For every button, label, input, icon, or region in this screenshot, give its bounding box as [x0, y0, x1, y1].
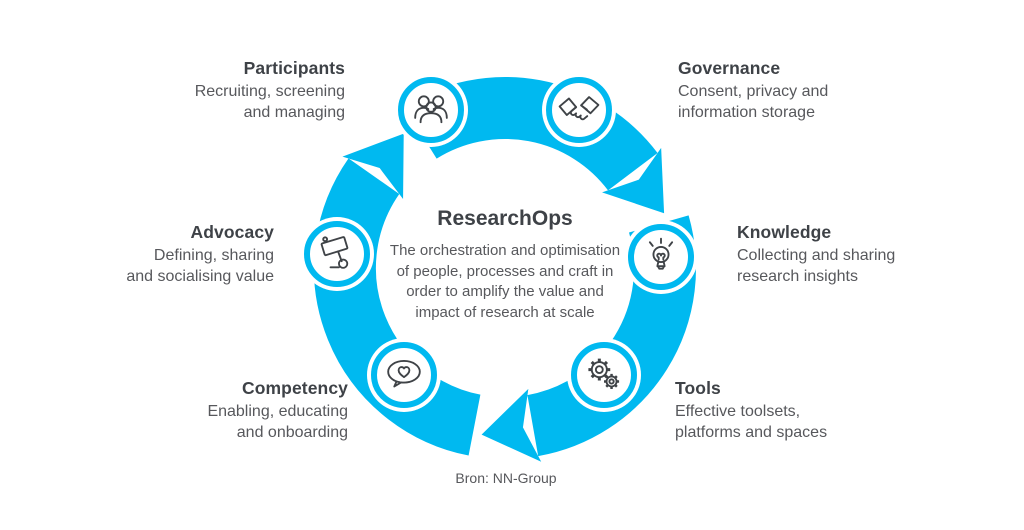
handshake-icon — [558, 96, 600, 121]
competency-title: Competency — [241, 378, 348, 398]
governance-node — [546, 77, 612, 143]
participants-desc-line-1: Recruiting, screening — [194, 83, 345, 100]
tools-title: Tools — [675, 378, 721, 398]
ring-segment-left — [314, 158, 482, 456]
knowledge-label: Knowledge Collecting and sharing researc… — [737, 221, 895, 287]
advocacy-label: Advocacy Defining, sharing and socialisi… — [126, 221, 274, 287]
competency-node — [371, 342, 437, 408]
tools-node — [571, 342, 637, 408]
participants-desc-line-2: and managing — [243, 104, 345, 121]
tools-desc-line-1: Effective toolsets, — [675, 403, 801, 420]
knowledge-title: Knowledge — [737, 222, 832, 242]
placard-icon — [320, 236, 349, 269]
governance-label: Governance Consent, privacy and informat… — [678, 57, 828, 123]
speech-bubble-heart-icon — [387, 360, 421, 388]
tools-desc-line-2: platforms and spaces — [675, 424, 828, 441]
governance-title: Governance — [678, 58, 781, 78]
advocacy-node — [304, 221, 370, 287]
participants-label: Participants Recruiting, screening and m… — [195, 57, 345, 123]
tools-label: Tools Effective toolsets, platforms and … — [675, 377, 827, 443]
diagram-description-line-1: The orchestration and optimisation — [389, 242, 621, 259]
governance-desc-line-1: Consent, privacy and — [678, 83, 829, 100]
diagram-description: The orchestration and optimisation of pe… — [355, 241, 655, 323]
people-group-icon — [414, 95, 448, 124]
arrow-bottom-icon — [481, 388, 542, 462]
knowledge-desc-line-1: Collecting and sharing — [737, 247, 896, 264]
arrow-right-icon — [602, 147, 665, 214]
competency-label: Competency Enabling, educating and onboa… — [207, 377, 348, 443]
source-attribution: Bron: NN-Group — [455, 470, 557, 486]
diagram-description-line-2: of people, processes and craft in — [396, 262, 614, 280]
diagram-description-line-3: order to amplify the value and — [406, 283, 604, 300]
diagram-title: ResearchOps — [437, 207, 573, 230]
knowledge-node — [628, 224, 694, 290]
competency-desc-line-1: Enabling, educating — [207, 403, 348, 420]
lightbulb-icon — [648, 237, 674, 270]
advocacy-desc-line-1: Defining, sharing — [153, 247, 274, 264]
diagram-description-line-4: impact of research at scale — [415, 303, 595, 321]
arrow-upper-left-icon — [342, 133, 404, 200]
competency-desc-line-2: and onboarding — [236, 424, 348, 441]
advocacy-title: Advocacy — [190, 222, 274, 242]
knowledge-desc-line-2: research insights — [737, 268, 858, 285]
participants-node — [398, 77, 464, 143]
advocacy-desc-line-2: and socialising value — [126, 268, 274, 285]
center-text-block: ResearchOps The orchestration and optimi… — [355, 206, 655, 323]
governance-desc-line-2: information storage — [678, 104, 815, 121]
gears-icon — [588, 358, 620, 390]
participants-title: Participants — [243, 58, 345, 78]
